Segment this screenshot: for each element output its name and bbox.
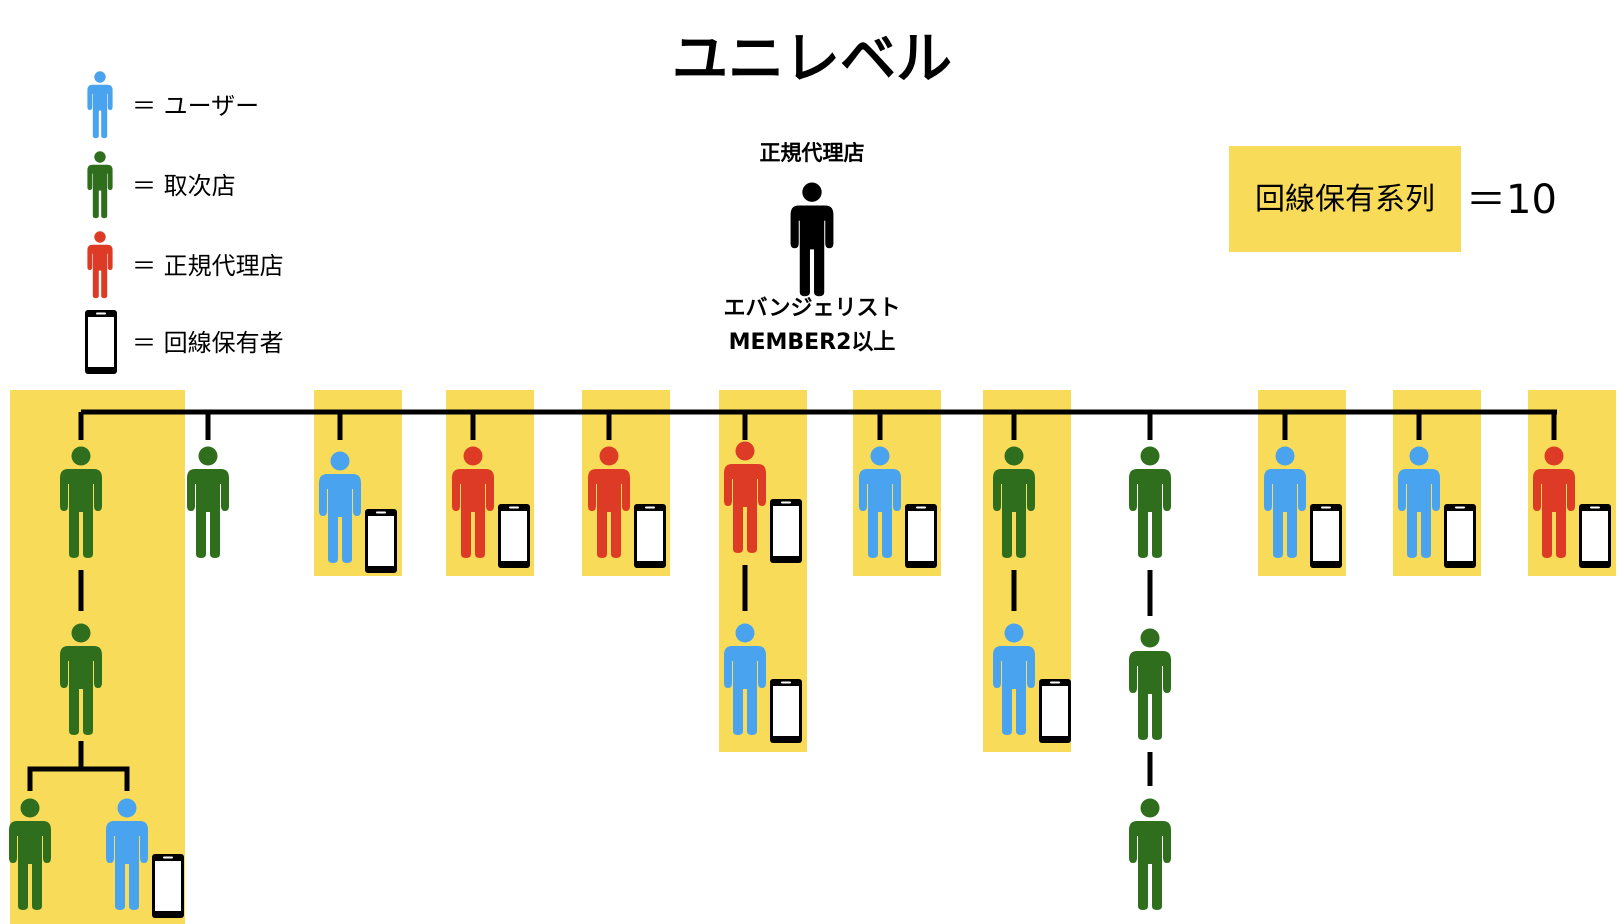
phone-icon [770, 679, 802, 743]
phone-icon [634, 504, 666, 568]
legend-label-phone: ＝ 回線保有者 [132, 329, 284, 357]
page-title: ユニレベル [672, 27, 952, 92]
legend-label-dealer: ＝ 正規代理店 [132, 252, 284, 280]
phone-icon [1579, 504, 1611, 568]
legend-item-user: ＝ ユーザー [87, 71, 259, 139]
person-icon [87, 71, 113, 139]
legend-item-dealer: ＝ 正規代理店 [87, 231, 284, 299]
top-node-role: 正規代理店 [760, 141, 865, 165]
legend-item-agency: ＝ 取次店 [87, 151, 236, 219]
phone-icon [770, 499, 802, 563]
line-count-label: 回線保有系列 [1255, 182, 1435, 217]
phone-icon [905, 504, 937, 568]
person-icon [1129, 798, 1171, 910]
person-icon [87, 231, 113, 299]
top-node: 正規代理店 エバンジェリスト MEMBER2以上 [723, 141, 900, 355]
line-count-highlight [1229, 146, 1461, 252]
line-count-value: ＝10 [1466, 177, 1557, 223]
person-icon [790, 182, 834, 297]
legend-item-phone: ＝ 回線保有者 [85, 310, 284, 374]
person-icon [1129, 446, 1171, 558]
top-node-rank-line1: エバンジェリスト [723, 296, 900, 321]
person-icon [1129, 628, 1171, 740]
line-count-box: 回線保有系列 ＝10 [1229, 146, 1557, 252]
person-icon [187, 446, 229, 558]
connector-split-bar [27, 766, 130, 791]
connectors [27, 409, 1557, 791]
branch-highlights [10, 390, 1616, 924]
legend-label-user: ＝ ユーザー [132, 92, 259, 120]
phone-icon [1310, 504, 1342, 568]
phone-icon [365, 509, 397, 573]
phone-icon [152, 854, 184, 918]
phone-icon [498, 504, 530, 568]
tree-nodes [9, 441, 1611, 918]
person-icon [87, 151, 113, 219]
legend: ＝ ユーザー ＝ 取次店 ＝ 正規代理店 ＝ 回線保有者 [85, 71, 284, 374]
branch-9 [1129, 446, 1171, 910]
phone-icon [1444, 504, 1476, 568]
tree [9, 390, 1616, 924]
legend-label-agency: ＝ 取次店 [132, 172, 236, 200]
phone-icon [1039, 679, 1071, 743]
top-node-rank-line2: MEMBER2以上 [729, 330, 896, 355]
phone-icon [85, 310, 117, 374]
branch-2 [187, 446, 229, 558]
